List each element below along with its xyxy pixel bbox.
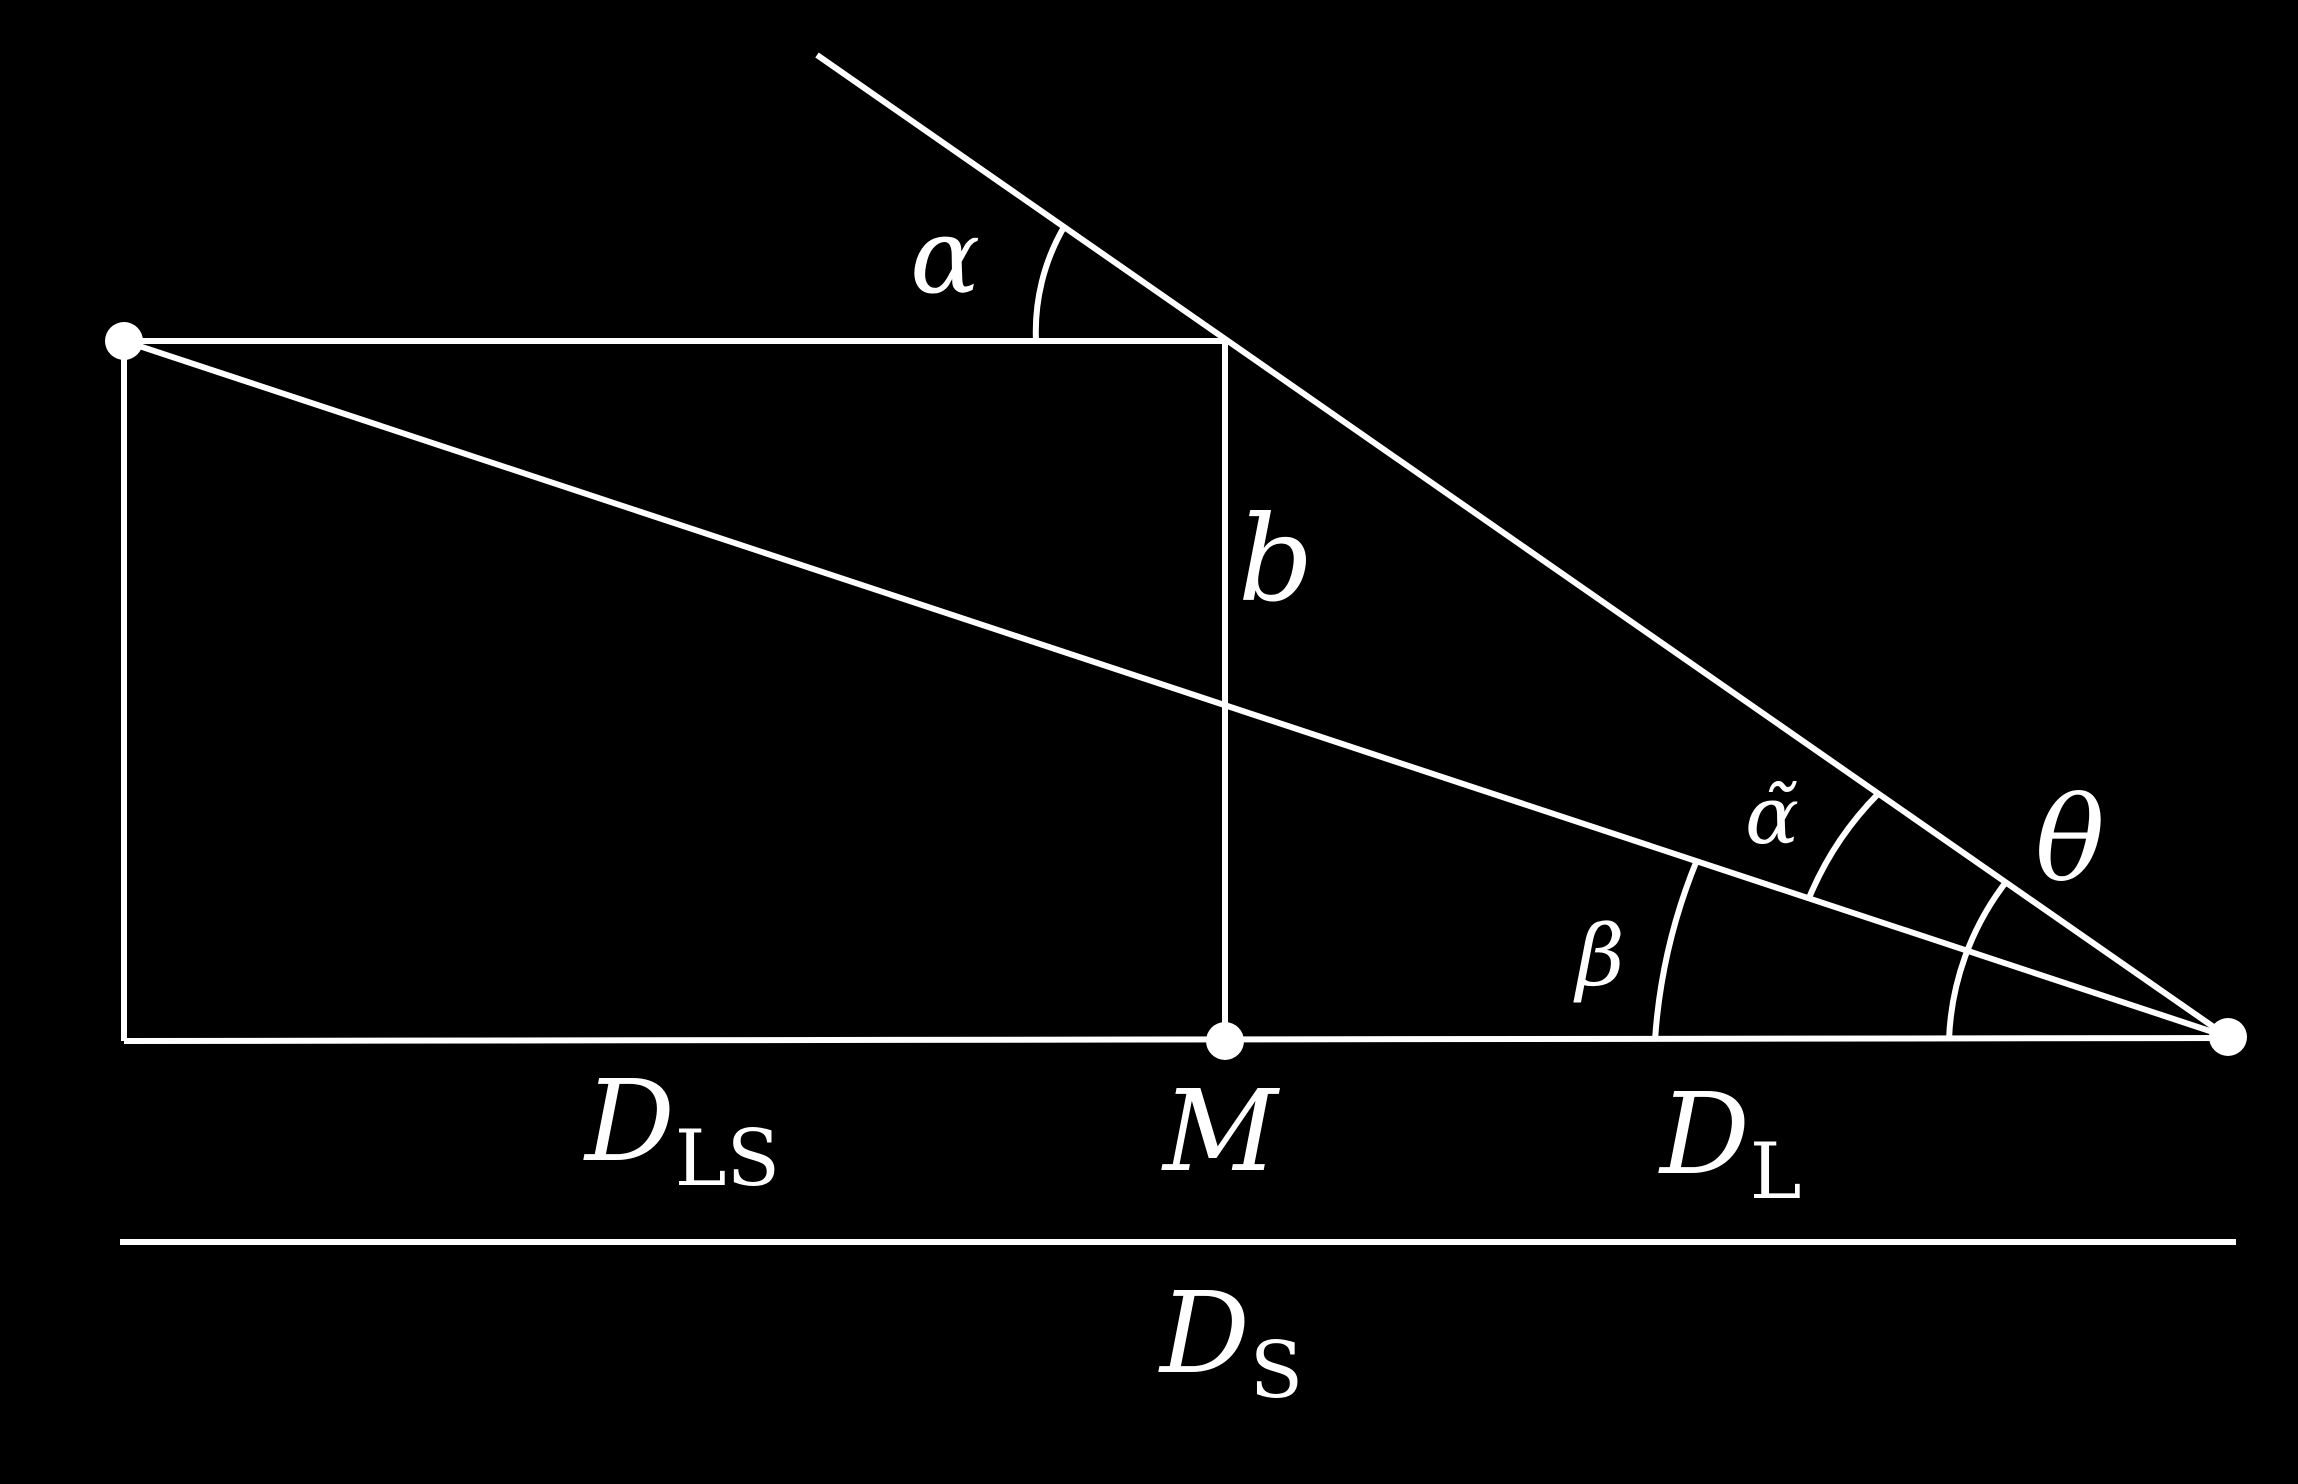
d-ls-label: DLS [583,1057,780,1204]
alpha-tilde-label: α̃ [1745,769,1799,862]
beta-angle-arc [1652,858,1700,1041]
d-s-label: DS [1158,1269,1303,1416]
d-ls-main: D [583,1057,675,1187]
alpha-tilde-angle-arc [1806,791,1881,900]
d-s-main: D [1158,1269,1250,1399]
beta-label: β [1573,907,1625,1005]
optical-axis-line [123,1035,2229,1044]
d-l-label: DL [1658,1070,1802,1217]
d-s-sub: S [1250,1326,1303,1416]
source-to-observer-line [123,338,2229,1040]
m-label: M [1161,1067,1280,1197]
source-point [105,322,143,360]
lens-mass-point [1206,1022,1244,1060]
theta-label: θ [2035,773,2105,908]
d-l-sub: L [1750,1127,1802,1217]
b-label: b [1238,490,1314,628]
observer-point [2209,1018,2247,1056]
theta-angle-arc [1946,880,2009,1041]
deflected-ray-line [815,52,2230,1040]
d-ls-sub: LS [675,1114,780,1204]
d-l-main: D [1658,1070,1750,1200]
alpha-angle-arc [1032,225,1067,342]
alpha-label: α [910,195,980,317]
